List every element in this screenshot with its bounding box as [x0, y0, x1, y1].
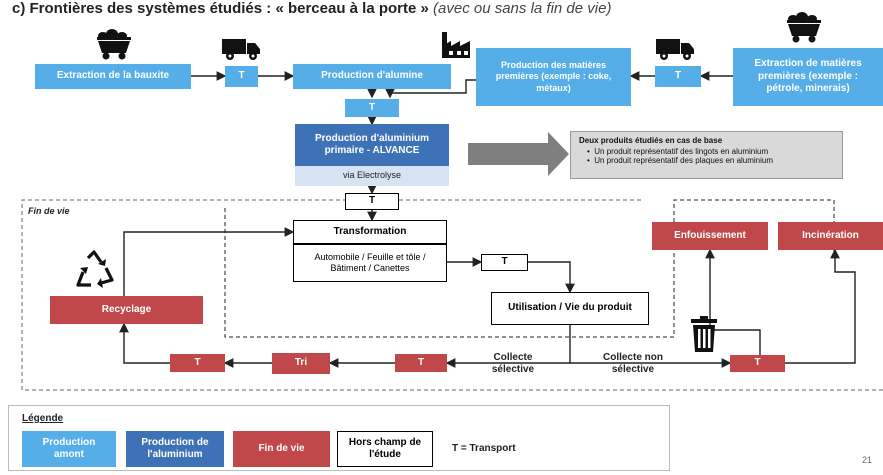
box-production-aluminium: Production d'aluminium primaire - ALVANC…: [295, 124, 449, 166]
title-main: c) Frontières des systèmes étudiés : « b…: [12, 0, 429, 17]
box-enfouissement: Enfouissement: [652, 222, 768, 250]
legend-hors-champ: Hors champ de l'étude: [337, 431, 433, 467]
note-item-2: • Un produit représentatif des plaques e…: [587, 156, 774, 165]
box-transport-1: T: [225, 66, 258, 87]
fin-de-vie-label: Fin de vie: [28, 206, 70, 216]
mine-cart-icon: [97, 29, 131, 60]
trash-can-icon: [691, 316, 717, 352]
title-note: (avec ou sans la fin de vie): [433, 0, 612, 17]
box-production-alumine: Production d'alumine: [293, 64, 451, 89]
page-number: 21: [862, 455, 873, 465]
legend-aluminium: Production de l'aluminium: [126, 431, 224, 467]
box-transport-7: T: [395, 354, 447, 372]
box-transport-3: T: [345, 99, 399, 117]
box-electrolyse: via Electrolyse: [295, 166, 449, 186]
collecte-selective-label: Collecte sélective: [491, 352, 535, 375]
truck-icon: [222, 39, 260, 60]
box-transport-4: T: [345, 193, 399, 210]
box-applications: Automobile / Feuille et tôle / Bâtiment …: [293, 244, 447, 282]
legend-transport: T = Transport: [452, 443, 516, 454]
mine-cart-icon-2: [787, 12, 821, 43]
legend-title: Légende: [22, 413, 64, 424]
box-transformation: Transformation: [293, 220, 447, 244]
note-title: Deux produits étudiés en cas de base: [579, 136, 723, 145]
box-incineration: Incinération: [778, 222, 883, 250]
box-utilisation: Utilisation / Vie du produit: [491, 292, 649, 325]
note-box: Deux produits étudiés en cas de base • U…: [570, 131, 843, 179]
box-transport-8: T: [730, 355, 785, 372]
legend-amont: Production amont: [22, 431, 116, 467]
box-extraction-bauxite: Extraction de la bauxite: [35, 64, 191, 89]
page-title: c) Frontières des systèmes étudiés : « b…: [12, 0, 611, 17]
collecte-non-selective-label: Collecte non sélective: [602, 352, 663, 375]
box-production-matieres: Production des matières premières (exemp…: [476, 48, 631, 106]
legend-fin-de-vie: Fin de vie: [233, 431, 330, 467]
note-item-1: • Un produit représentatif des lingots e…: [587, 147, 769, 156]
legend-frame: [8, 405, 670, 471]
box-transport-5: T: [481, 254, 528, 271]
box-recyclage: Recyclage: [50, 296, 203, 324]
box-transport-6: T: [170, 354, 225, 372]
box-transport-2: T: [655, 66, 701, 87]
truck-icon-2: [656, 39, 694, 60]
factory-icon: [442, 32, 470, 58]
box-extraction-matieres: Extraction de matières premières (exempl…: [733, 48, 883, 106]
recycle-icon: [76, 250, 114, 288]
box-tri: Tri: [272, 353, 330, 374]
